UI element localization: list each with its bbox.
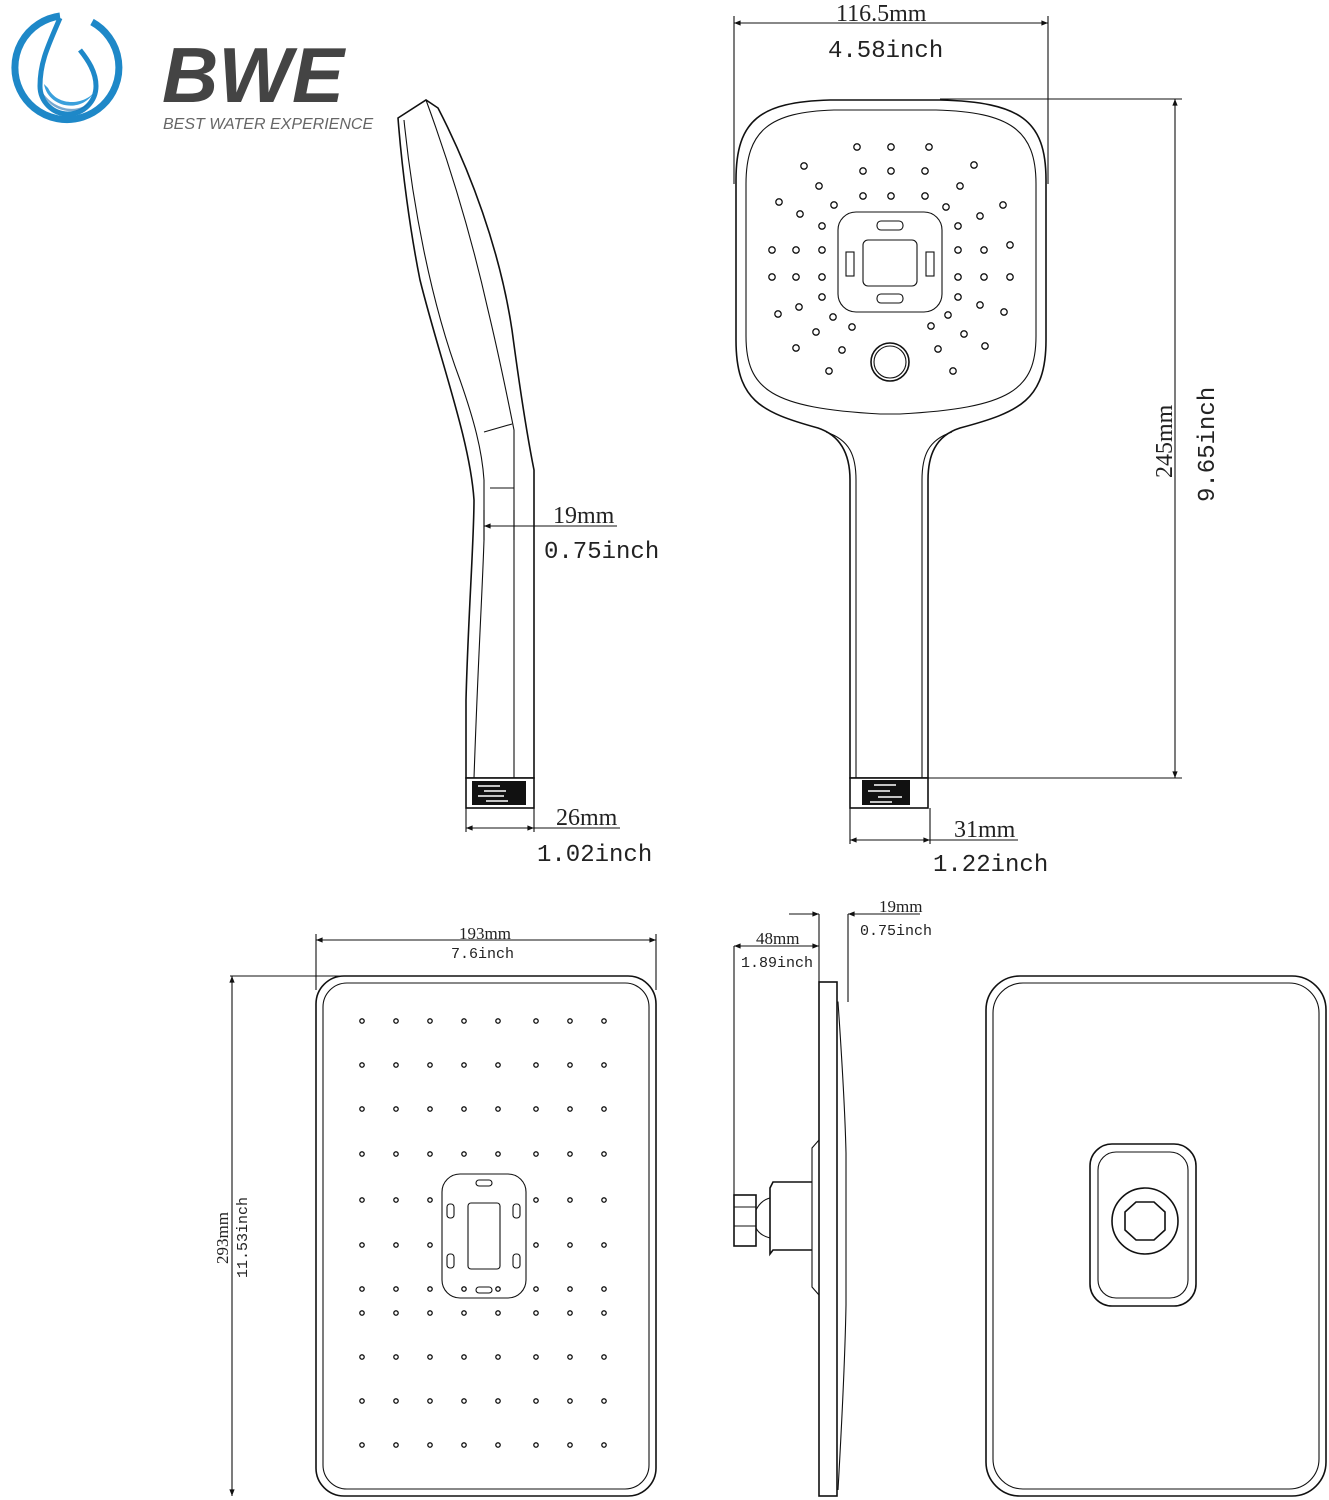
front-total-length-mm: 245mm bbox=[1152, 404, 1178, 478]
rain-height-mm: 293mm bbox=[213, 1212, 232, 1264]
rain-height-inch: 11.53inch bbox=[235, 1197, 252, 1278]
side-connector-width-inch: 1.02inch bbox=[537, 842, 652, 869]
brand-name: BWE bbox=[162, 31, 346, 119]
front-total-length-inch: 9.65inch bbox=[1195, 387, 1222, 502]
front-head-width-inch: 4.58inch bbox=[828, 38, 943, 65]
handheld-front-view: 116.5mm 4.58inch 245mm 9.65inch 31mm 1.2… bbox=[733, 1, 1222, 879]
rain-width-inch: 7.6inch bbox=[451, 946, 514, 963]
front-head-width-mm: 116.5mm bbox=[836, 1, 927, 27]
rain-depth-inch: 1.89inch bbox=[741, 955, 813, 972]
mode-button bbox=[870, 342, 910, 382]
nozzle-holes bbox=[768, 143, 1014, 375]
rain-head-back-view bbox=[985, 975, 1327, 1497]
rain-depth-mm: 48mm bbox=[756, 929, 799, 948]
brand-logo: BWE BEST WATER EXPERIENCE bbox=[11, 12, 373, 133]
rain-plate-thickness-inch: 0.75inch bbox=[860, 923, 932, 940]
rain-width-mm: 193mm bbox=[459, 924, 511, 943]
rain-plate-thickness-mm: 19mm bbox=[879, 897, 922, 916]
side-connector-width-mm: 26mm bbox=[556, 805, 618, 831]
rain-nozzle-grid bbox=[359, 1018, 607, 1448]
side-handle-width-inch: 0.75inch bbox=[544, 539, 659, 566]
rain-center-module bbox=[441, 1173, 527, 1299]
brand-tagline: BEST WATER EXPERIENCE bbox=[163, 116, 373, 133]
spray-selector-module bbox=[837, 211, 943, 313]
front-connector-width-inch: 1.22inch bbox=[933, 852, 1048, 879]
front-connector-width-mm: 31mm bbox=[954, 817, 1016, 843]
mounting-bracket bbox=[1089, 1143, 1197, 1307]
rain-head-front-view: 193mm 7.6inch 293mm 11.53inch bbox=[213, 924, 657, 1497]
side-handle-width-mm: 19mm bbox=[553, 503, 615, 529]
handheld-side-view: 19mm 0.75inch 26mm 1.02inch bbox=[397, 99, 659, 869]
hex-fitting bbox=[1111, 1187, 1179, 1255]
water-drop-logo-icon bbox=[11, 12, 123, 124]
rain-head-side-view: 48mm 1.89inch 19mm 0.75inch bbox=[733, 897, 932, 1497]
